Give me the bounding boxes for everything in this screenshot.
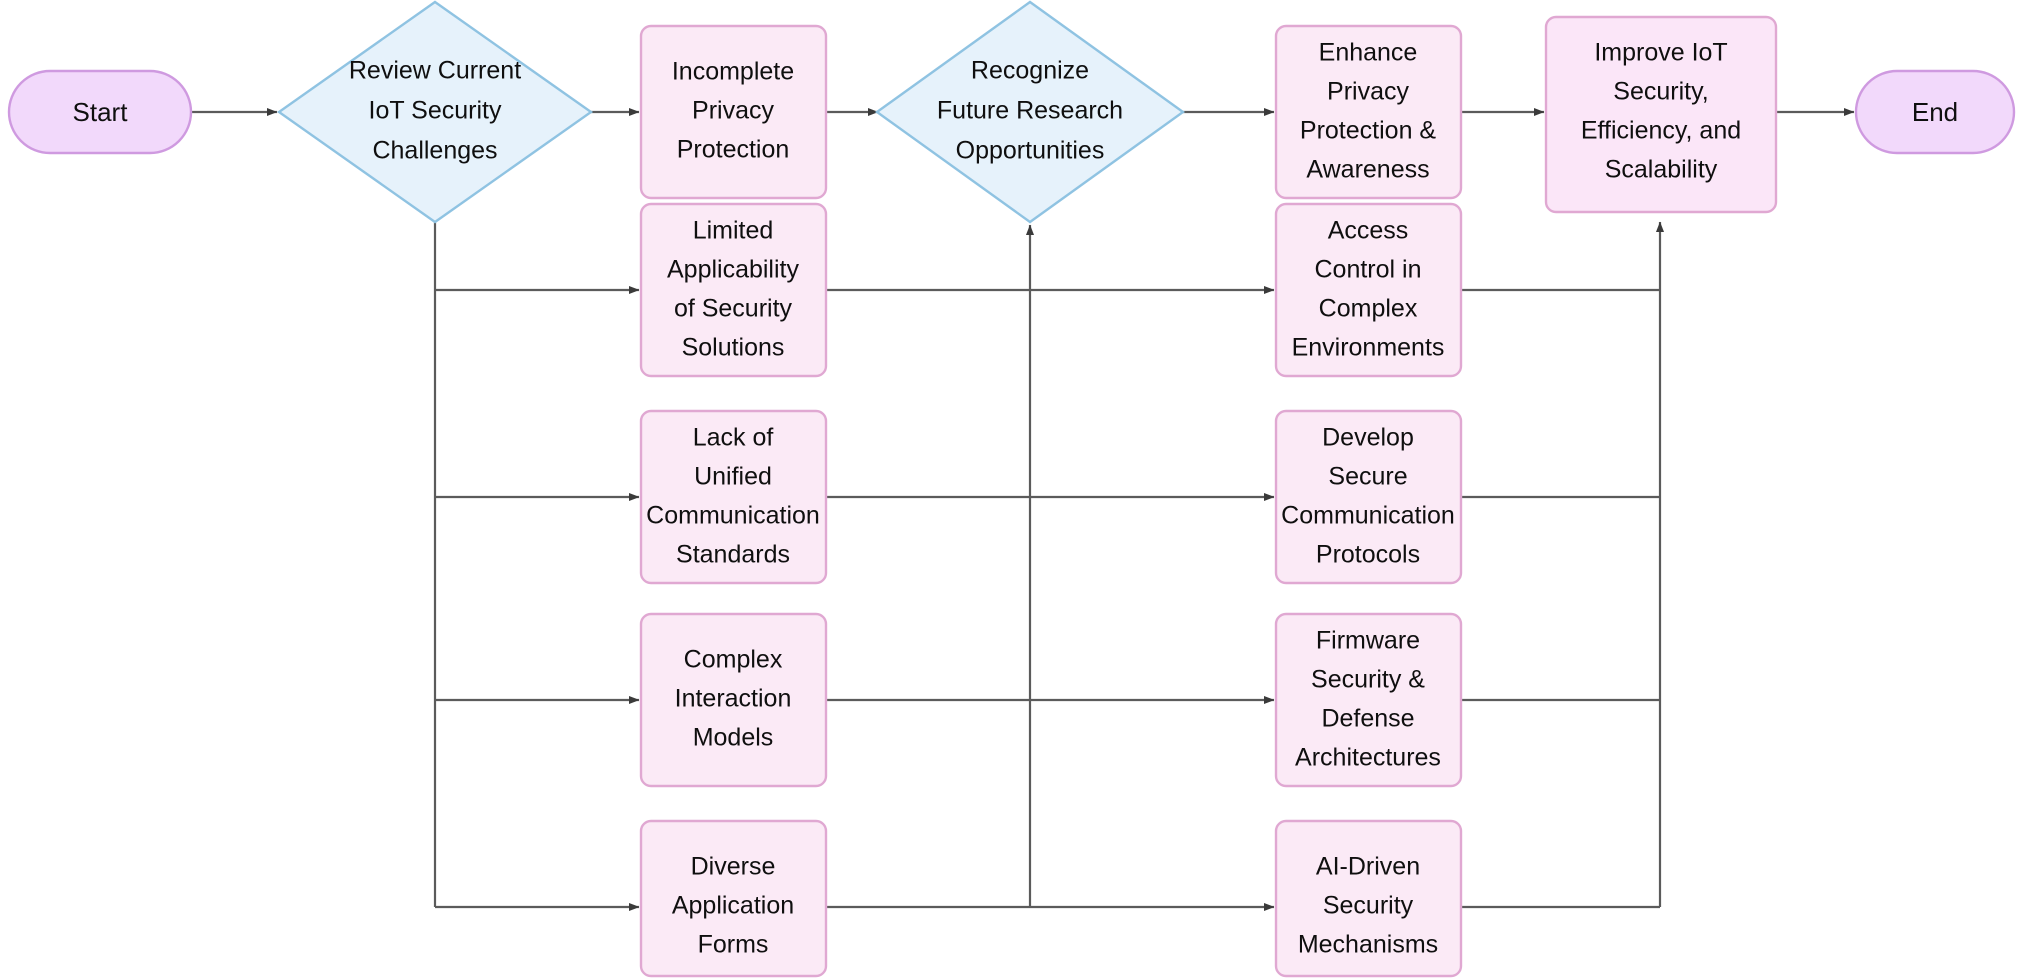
node-decision-review-challenges[interactable]: Review Current IoT Security Challenges	[276, 0, 594, 224]
challenge-1-shape	[639, 24, 828, 200]
node-challenge-5[interactable]: Diverse Application Forms	[639, 819, 828, 978]
goal-shape	[1544, 15, 1778, 214]
opportunity-4-label-line-2: Security &	[1311, 666, 1425, 694]
decision2-label-line-3: Opportunities	[956, 137, 1105, 165]
goal-label-line-1: Improve IoT	[1594, 39, 1727, 67]
opportunity-2-label-line-2: Control in	[1315, 256, 1422, 284]
node-opportunity-5[interactable]: AI-Driven Security Mechanisms	[1274, 819, 1463, 978]
challenge-4-label-line-2: Interaction	[675, 685, 792, 713]
challenge-2-label-line-3: of Security	[674, 295, 793, 323]
node-challenge-2[interactable]: Limited Applicability of Security Soluti…	[639, 202, 828, 378]
challenge-3-label-line-4: Standards	[676, 541, 790, 569]
challenge-5-shape	[639, 819, 828, 978]
opportunity-1-label-line-3: Protection &	[1300, 117, 1437, 145]
edges-layer	[191, 107, 1855, 912]
challenge-2-label-line-2: Applicability	[667, 256, 800, 284]
node-challenge-3[interactable]: Lack of Unified Communication Standards	[639, 409, 828, 585]
opportunity-4-label-line-4: Architectures	[1295, 744, 1441, 772]
opportunity-2-label-line-3: Complex	[1319, 295, 1418, 323]
node-challenge-1[interactable]: Incomplete Privacy Protection	[639, 24, 828, 200]
opportunity-3-label-line-3: Communication	[1281, 502, 1455, 530]
node-opportunity-3[interactable]: Develop Secure Communication Protocols	[1274, 409, 1463, 585]
opportunity-1-label-line-1: Enhance	[1319, 39, 1418, 67]
start-label: Start	[73, 97, 129, 127]
opportunity-3-shape	[1274, 409, 1463, 585]
challenge-1-label-line-3: Protection	[677, 136, 790, 164]
node-challenge-4[interactable]: Complex Interaction Models	[639, 612, 828, 788]
challenge-3-shape	[639, 409, 828, 585]
opportunity-1-label-line-2: Privacy	[1327, 78, 1409, 106]
decision1-label-line-1: Review Current	[349, 57, 521, 85]
opportunity-4-label-line-3: Defense	[1321, 705, 1414, 733]
decision1-shape	[276, 0, 594, 224]
decision2-shape	[874, 0, 1186, 224]
challenge-3-label-line-1: Lack of	[693, 424, 774, 452]
decision2-label-line-1: Recognize	[971, 57, 1089, 85]
challenge-3-label-line-3: Communication	[646, 502, 820, 530]
challenge-2-label-line-1: Limited	[693, 217, 774, 245]
end-label: End	[1912, 97, 1958, 127]
challenge-4-label-line-3: Models	[693, 724, 774, 752]
decision1-label-line-2: IoT Security	[369, 97, 502, 125]
node-decision-research-opportunities[interactable]: Recognize Future Research Opportunities	[874, 0, 1186, 224]
opportunity-4-shape	[1274, 612, 1463, 788]
opportunity-4-label-line-1: Firmware	[1316, 627, 1420, 655]
challenge-1-label-line-1: Incomplete	[672, 58, 794, 86]
start-shape	[7, 69, 193, 155]
decision2-label-line-2: Future Research	[937, 97, 1123, 125]
node-opportunity-4[interactable]: Firmware Security & Defense Architecture…	[1274, 612, 1463, 788]
end-shape	[1854, 69, 2016, 155]
node-goal-improve-iot[interactable]: Improve IoT Security, Efficiency, and Sc…	[1544, 15, 1778, 214]
challenge-1-label-line-2: Privacy	[692, 97, 774, 125]
node-start[interactable]: Start	[7, 69, 193, 155]
decision1-label-line-3: Challenges	[372, 137, 497, 165]
opportunity-1-label-line-4: Awareness	[1306, 156, 1429, 184]
opportunity-2-label-line-4: Environments	[1292, 334, 1445, 362]
challenge-4-label-line-1: Complex	[684, 646, 783, 674]
challenge-5-label-line-2: Application	[672, 892, 794, 920]
challenge-5-label-line-1: Diverse	[691, 853, 776, 881]
opportunity-5-label-line-3: Mechanisms	[1298, 931, 1438, 959]
opportunity-5-label-line-1: AI-Driven	[1316, 853, 1420, 881]
goal-label-line-3: Efficiency, and	[1581, 117, 1741, 145]
node-end[interactable]: End	[1854, 69, 2016, 155]
opportunity-2-shape	[1274, 202, 1463, 378]
opportunity-3-label-line-2: Secure	[1328, 463, 1407, 491]
challenge-2-shape	[639, 202, 828, 378]
opportunity-3-label-line-1: Develop	[1322, 424, 1414, 452]
opportunity-1-shape	[1274, 24, 1463, 200]
challenge-3-label-line-2: Unified	[694, 463, 772, 491]
challenge-2-label-line-4: Solutions	[682, 334, 785, 362]
opportunity-5-shape	[1274, 819, 1463, 978]
opportunity-2-label-line-1: Access	[1328, 217, 1409, 245]
opportunity-5-label-line-2: Security	[1323, 892, 1414, 920]
node-opportunity-2[interactable]: Access Control in Complex Environments	[1274, 202, 1463, 378]
node-opportunity-1[interactable]: Enhance Privacy Protection & Awareness	[1274, 24, 1463, 200]
goal-label-line-2: Security,	[1613, 78, 1708, 106]
goal-label-line-4: Scalability	[1605, 156, 1718, 184]
challenge-5-label-line-3: Forms	[698, 931, 769, 959]
opportunity-3-label-line-4: Protocols	[1316, 541, 1420, 569]
challenge-4-shape	[639, 612, 828, 788]
